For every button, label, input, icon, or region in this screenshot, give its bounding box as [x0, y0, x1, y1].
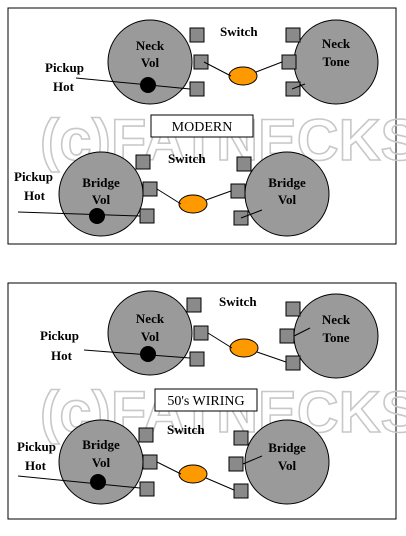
diagram-title: MODERN: [172, 120, 233, 135]
pot-lug: [281, 54, 297, 70]
diagram-title-box: [150, 114, 254, 138]
switch: [228, 66, 258, 86]
switch: [178, 464, 208, 484]
knob-label: Vol: [92, 455, 111, 470]
pickup-hot-dot: [90, 474, 106, 490]
diagram-title: 50's WIRING: [167, 394, 244, 409]
switch-label: Switch: [167, 422, 205, 437]
pickup-hot-dot: [89, 208, 105, 224]
wire: [203, 61, 232, 77]
pickup-hot-label: Pickup: [45, 60, 84, 75]
pot-lug: [193, 325, 209, 341]
wire: [17, 211, 141, 217]
wire: [205, 190, 232, 201]
pot-lug: [228, 456, 244, 472]
knob-label: Neck: [322, 312, 351, 327]
pot-lug: [193, 54, 209, 70]
wire: [205, 477, 235, 491]
switch-label: Switch: [168, 151, 206, 166]
diagram-panel-modern: (c)FATNECKS Neck Vol Neck Tone Bridge Vo…: [7, 7, 406, 245]
wire: [291, 83, 306, 90]
pickup-hot-dot: [140, 346, 156, 362]
switch: [178, 194, 208, 214]
pot-lug: [138, 427, 154, 443]
pickup-hot-label: Hot: [24, 188, 46, 203]
wire: [207, 332, 233, 349]
pot-lug: [135, 154, 151, 170]
pot-lug: [186, 297, 202, 313]
knob-label: Vol: [141, 55, 160, 70]
pickup-hot-label: Hot: [53, 79, 75, 94]
pot-lug: [139, 208, 155, 224]
diagram-title-box: [154, 388, 258, 412]
knob-label: Bridge: [82, 175, 120, 190]
pot-lug: [285, 301, 301, 317]
pot-lug: [285, 27, 301, 43]
wire: [293, 327, 311, 337]
pickup-hot-label: Hot: [25, 458, 47, 473]
knob-label: Neck: [322, 36, 351, 51]
wire: [83, 349, 191, 359]
wire: [156, 188, 182, 205]
wire: [156, 461, 182, 475]
pot-lug: [142, 454, 158, 470]
pot-lug: [236, 156, 252, 172]
wire: [17, 475, 141, 489]
switch-label: Switch: [220, 24, 258, 39]
knob-label: Bridge: [268, 175, 306, 190]
pot-lug: [233, 483, 249, 499]
knob-label: Vol: [141, 329, 160, 344]
pot-lug: [230, 183, 246, 199]
diagram-panel-50s: (c)FATNECKS Neck Vol Neck Tone Bridge Vo…: [7, 282, 406, 520]
knob-label: Vol: [92, 192, 111, 207]
wire: [256, 351, 287, 363]
switch-label: Switch: [219, 294, 257, 309]
pickup-hot-label: Pickup: [14, 169, 53, 184]
pot-lug: [285, 355, 301, 371]
knob-label: Neck: [136, 38, 165, 53]
knob-label: Tone: [323, 330, 350, 345]
knob-neck-vol: [107, 290, 193, 376]
pot-lug: [233, 430, 249, 446]
pot-lug: [139, 481, 155, 497]
pickup-hot-label: Pickup: [17, 439, 56, 454]
knob-label: Vol: [278, 192, 297, 207]
pot-lug: [279, 328, 295, 344]
knob-label: Vol: [278, 458, 297, 473]
pickup-hot-label: Hot: [51, 348, 73, 363]
pot-lug: [189, 27, 205, 43]
knob-label: Bridge: [268, 440, 306, 455]
switch: [229, 338, 259, 358]
knob-bridge-vol-right: [244, 419, 330, 505]
pot-lug: [189, 351, 205, 367]
wire: [255, 61, 283, 73]
wire: [240, 209, 263, 219]
knob-label: Bridge: [82, 437, 120, 452]
knob-label: Neck: [136, 311, 165, 326]
knob-label: Tone: [323, 54, 350, 69]
pickup-hot-label: Pickup: [40, 328, 79, 343]
pot-lug: [189, 81, 205, 97]
wire: [75, 77, 191, 90]
pot-lug: [142, 181, 158, 197]
wire: [242, 455, 263, 465]
